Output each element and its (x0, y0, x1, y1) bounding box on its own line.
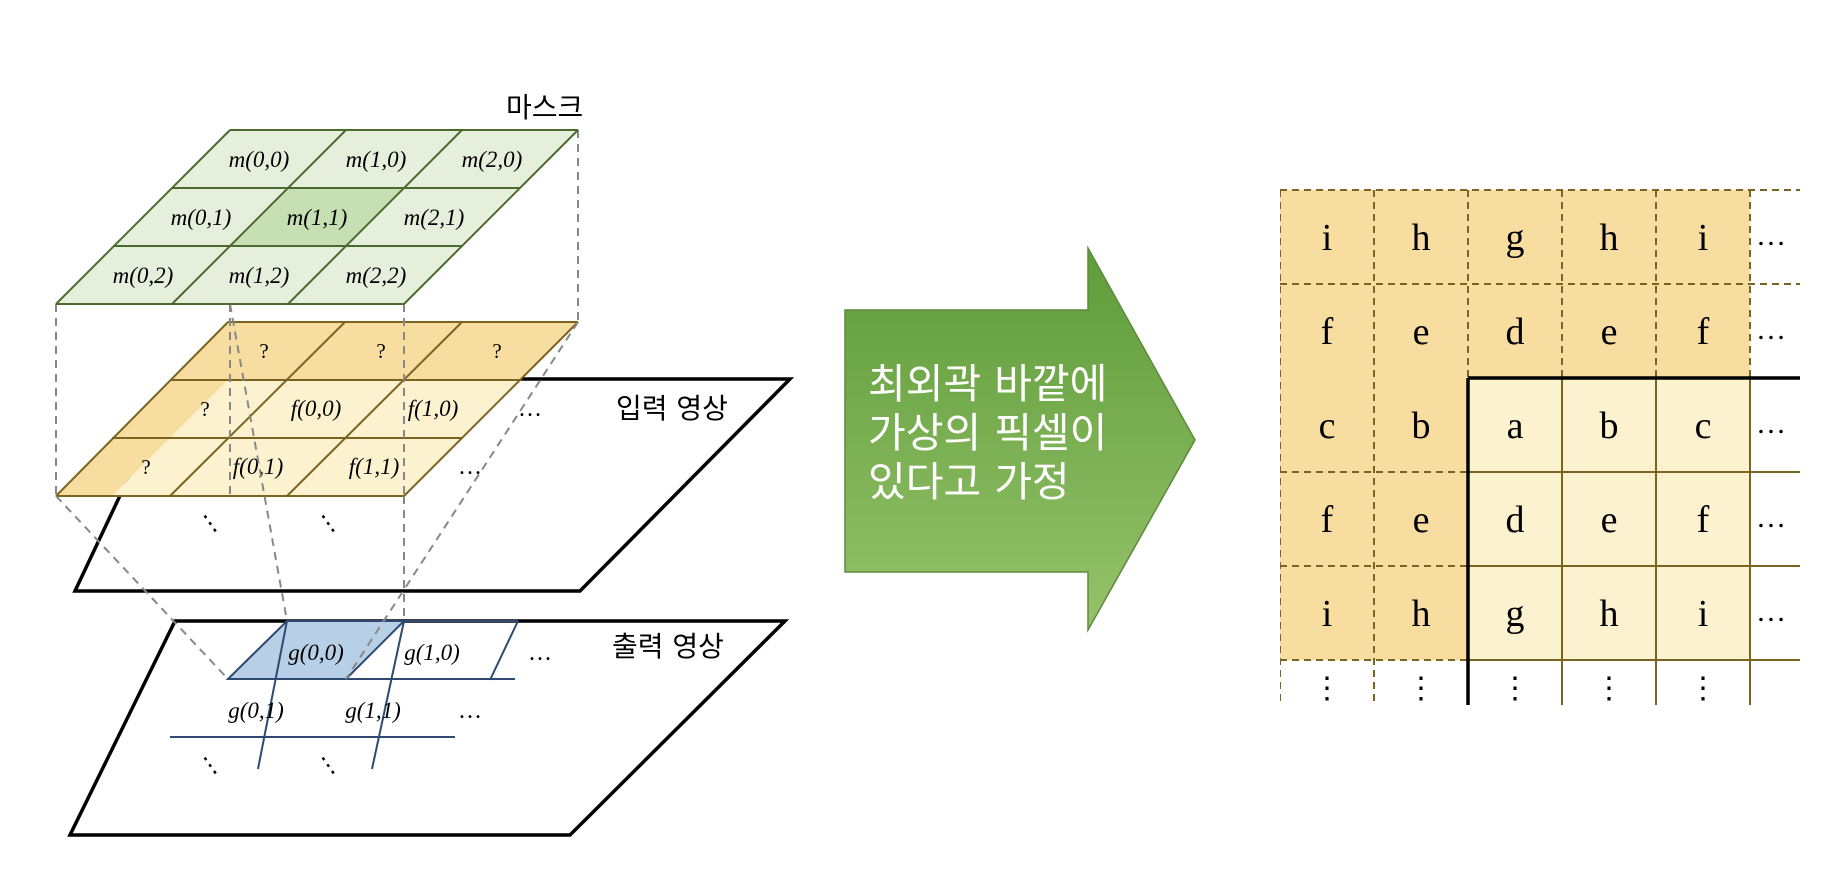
mask-cell: m(2,0) (462, 147, 523, 172)
input-grid: ? ? ? ? f(0,0) f(1,0) ? f(0,1) f(1,1) … … (55, 321, 579, 541)
grid-cell: e (1413, 499, 1430, 541)
mask-cell: m(1,2) (229, 263, 290, 288)
output-image-title: 출력 영상 (612, 630, 724, 663)
grid-cell: i (1322, 593, 1333, 635)
grid-column-ellipsis: ⋮ (1500, 672, 1530, 705)
mask-cell: m(1,0) (346, 147, 407, 172)
projection-lines (55, 130, 579, 680)
output-column-ellipsis: ⋮ (193, 748, 228, 783)
grid-cell: g (1506, 217, 1525, 259)
arrow-label-line: 있다고 가정 (868, 458, 1070, 506)
output-column-ellipsis: ⋮ (311, 748, 346, 783)
arrow-callout: 최외곽 바깥에 가상의 픽셀이 있다고 가정 (844, 245, 1196, 633)
grid-column-ellipsis: ⋮ (1312, 672, 1342, 705)
grid-column-ellipsis: ⋮ (1406, 672, 1436, 705)
output-row-ellipsis: … (528, 640, 552, 666)
arrow-label-line: 가상의 픽셀이 (868, 409, 1107, 457)
grid-cell: i (1698, 593, 1709, 635)
input-image-plane (72, 377, 795, 593)
grid-cell: e (1601, 499, 1618, 541)
arrow-shape (844, 245, 1196, 633)
grid-cell: f (1321, 499, 1334, 541)
left-figure: 출력 영상 입력 영상 g(0,0) g(1,0) g(0,1) g(1,1) … (55, 91, 795, 837)
mask-title: 마스크 (506, 91, 583, 124)
grid-column-ellipsis: ⋮ (1594, 672, 1624, 705)
output-cell: g(1,0) (404, 640, 460, 665)
mask-cell: m(0,2) (113, 263, 174, 288)
grid-cell: f (1321, 311, 1334, 353)
input-column-ellipsis: ⋮ (193, 506, 228, 541)
grid-cell: d (1506, 311, 1525, 353)
grid-row-ellipsis: … (1756, 313, 1786, 346)
output-row-ellipsis: … (458, 698, 482, 724)
grid-column-ellipsis: ⋮ (1688, 672, 1718, 705)
mask-cell: m(2,1) (404, 205, 465, 230)
mask-cell: m(2,2) (346, 263, 407, 288)
output-image-plane (67, 619, 790, 837)
grid-cell: d (1506, 499, 1525, 541)
grid-cell: g (1506, 593, 1525, 635)
output-grid: g(0,0) g(1,0) g(0,1) g(1,1) … … ⋮ ⋮ (170, 620, 552, 783)
grid-cell: e (1413, 311, 1430, 353)
grid-row-ellipsis: … (1756, 219, 1786, 252)
grid-cell: i (1322, 217, 1333, 259)
grid-cell: h (1600, 217, 1619, 259)
grid-cell: c (1319, 405, 1336, 447)
mask-cell: m(1,1) (287, 205, 348, 230)
grid-cell: b (1600, 405, 1619, 447)
input-cell: f(1,0) (408, 396, 458, 421)
mask-cell: m(0,0) (229, 147, 290, 172)
input-cell: ? (200, 397, 209, 421)
input-cell: f(1,1) (349, 454, 399, 479)
input-cell: ? (492, 339, 501, 363)
arrow-label-line: 최외곽 바깥에 (868, 360, 1107, 408)
grid-cell: c (1695, 405, 1712, 447)
grid-row-ellipsis: … (1756, 407, 1786, 440)
grid-cell: b (1412, 405, 1431, 447)
mask-cell: m(0,1) (171, 205, 232, 230)
grid-cell: i (1698, 217, 1709, 259)
output-cell: g(1,1) (345, 698, 401, 723)
grid-cell: f (1697, 499, 1710, 541)
grid-row-ellipsis: … (1756, 501, 1786, 534)
output-cell: g(0,1) (228, 698, 284, 723)
grid-cell: f (1697, 311, 1710, 353)
output-cell: g(0,0) (288, 640, 344, 665)
input-image-title: 입력 영상 (616, 392, 728, 425)
grid-cell: a (1507, 405, 1524, 447)
grid-cell: e (1601, 311, 1618, 353)
mask-grid: m(0,0) m(1,0) m(2,0) m(0,1) m(1,1) m(2,1… (55, 129, 579, 305)
input-cell: ? (141, 455, 150, 479)
padded-grid: i h g h i f e d e f c b a b c f e d e f … (1280, 189, 1800, 705)
grid-row-ellipsis: … (1756, 595, 1786, 628)
input-cell: ? (376, 339, 385, 363)
input-cell: ? (259, 339, 268, 363)
input-column-ellipsis: ⋮ (311, 506, 346, 541)
grid-cell: h (1412, 217, 1431, 259)
grid-cell: h (1412, 593, 1431, 635)
grid-cell: h (1600, 593, 1619, 635)
input-cell: f(0,0) (291, 396, 341, 421)
